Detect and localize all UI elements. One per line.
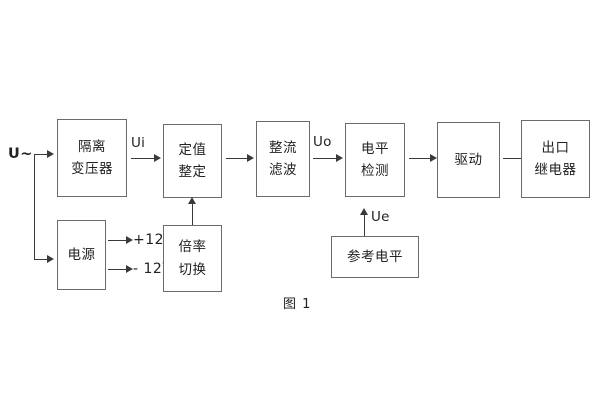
arrowhead-rail-positive — [126, 235, 133, 244]
block-multiplier-switch-line1: 倍率 — [178, 239, 207, 256]
wire-rail-negative — [108, 269, 127, 270]
wire-level-detection-to-driver — [409, 158, 431, 159]
signal-label-ui: Ui — [131, 135, 146, 151]
block-setting-value-line2: 整定 — [178, 164, 207, 180]
block-output-relay[interactable]: 出口 继电器 — [521, 120, 590, 198]
arrowhead-transformer-to-setting — [154, 153, 161, 162]
wire-rail-positive — [108, 240, 127, 241]
block-multiplier-switch-line2: 切换 — [178, 261, 207, 278]
block-output-relay-line1: 出口 — [541, 139, 570, 156]
rail-label-negative-12v: - 12V — [133, 261, 173, 277]
block-reference-level-line1: 参考电平 — [347, 248, 403, 265]
signal-label-ue: Ue — [371, 209, 390, 225]
arrowhead-rail-negative — [126, 264, 133, 273]
block-rectifier-filter-line1: 整流 — [269, 139, 297, 156]
block-power-supply-line1: 电源 — [67, 246, 96, 263]
block-output-relay-line2: 继电器 — [534, 162, 577, 178]
block-rectifier-filter[interactable]: 整流 滤波 — [256, 121, 310, 197]
wire-source-to-power-supply — [34, 259, 48, 260]
arrowhead-rectifier-to-level-detection — [336, 153, 343, 162]
wire-transformer-to-setting — [131, 158, 155, 159]
block-reference-level[interactable]: 参考电平 — [331, 236, 419, 278]
block-driver[interactable]: 驱动 — [437, 122, 500, 198]
block-isolation-transformer[interactable]: 隔离 变压器 — [57, 119, 127, 197]
signal-label-uo: Uo — [313, 134, 332, 150]
arrowhead-source-to-power-supply — [47, 254, 54, 263]
arrowhead-reference-to-level-detection — [359, 208, 368, 215]
wire-driver-to-output-relay — [503, 158, 525, 159]
block-multiplier-switch[interactable]: 倍率 切换 — [163, 225, 222, 292]
block-setting-value-line1: 定值 — [178, 141, 207, 158]
wire-rectifier-to-level-detection — [313, 158, 337, 159]
block-level-detection[interactable]: 电平 检测 — [345, 123, 405, 197]
arrowhead-multiplier-to-setting — [187, 197, 196, 204]
block-level-detection-line1: 电平 — [361, 140, 389, 157]
wire-setting-to-rectifier — [226, 158, 248, 159]
block-driver-line1: 驱动 — [454, 151, 483, 168]
block-level-detection-line2: 检测 — [361, 163, 389, 179]
wire-source-to-transformer — [34, 154, 48, 155]
wire-source-trunk — [34, 154, 35, 259]
arrowhead-setting-to-rectifier — [247, 153, 254, 162]
block-isolation-transformer-line1: 隔离 — [78, 138, 106, 155]
arrowhead-source-to-transformer — [47, 149, 54, 158]
block-setting-value[interactable]: 定值 整定 — [163, 124, 222, 198]
wire-multiplier-to-setting — [192, 203, 193, 225]
figure-caption: 图 1 — [283, 297, 312, 312]
block-power-supply[interactable]: 电源 — [57, 220, 106, 290]
wire-reference-to-level-detection — [364, 214, 365, 236]
block-rectifier-filter-line2: 滤波 — [269, 162, 297, 178]
block-isolation-transformer-line2: 变压器 — [71, 161, 113, 177]
source-label-u-ac: U~ — [8, 146, 33, 162]
arrowhead-level-detection-to-driver — [430, 153, 437, 162]
